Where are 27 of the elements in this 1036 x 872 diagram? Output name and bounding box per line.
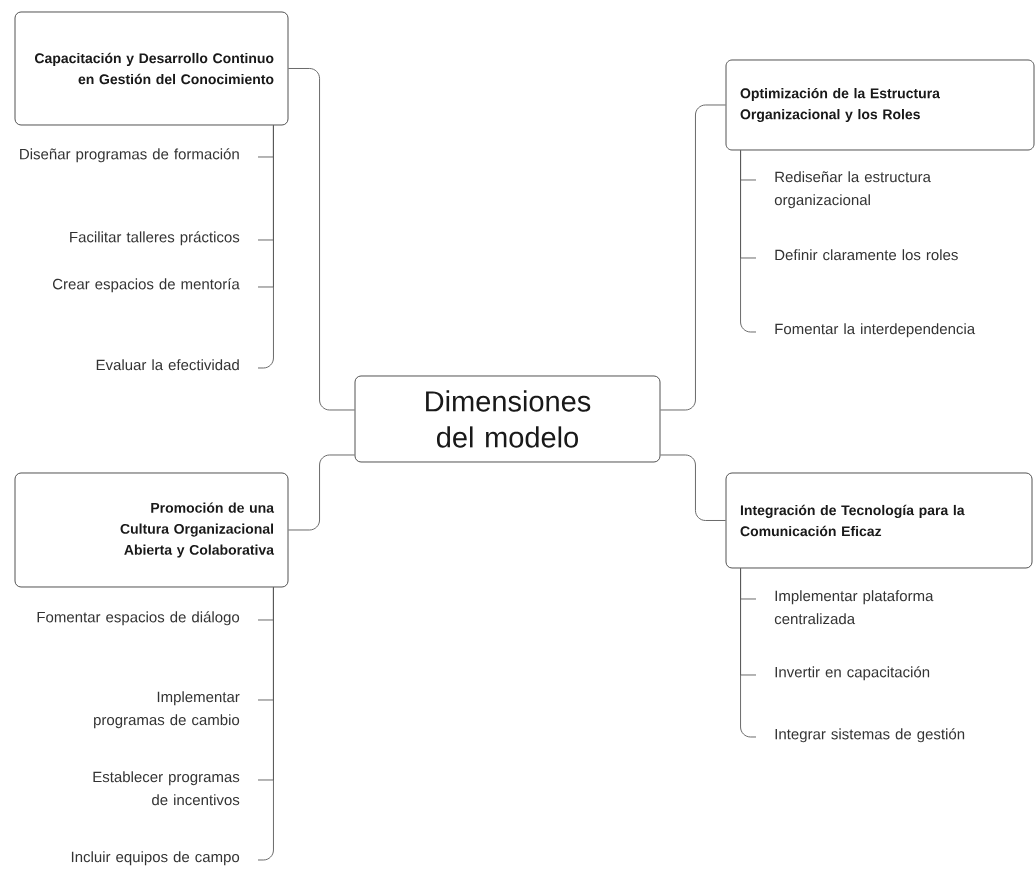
subtopic-text: Definir claramente los roles: [775, 249, 958, 261]
subtopic-text: Implementar plataforma centralizada: [774, 590, 934, 625]
central-topic-box: Dimensiones del modelo: [354, 375, 661, 463]
topic-box: Optimización de la Estructura Organizacional y los Roles: [725, 59, 1035, 151]
topic-box: Integración de Tecnología para la Comunicación Eficaz: [725, 472, 1033, 569]
subtopic-text: Fomentar espacios de diálogo: [37, 611, 240, 626]
subtopic-text: Integrar sistemas de gestión: [775, 728, 965, 743]
subtopic-text: Crear espacios de mentoría: [53, 278, 240, 293]
subtopic-text: Establecer programas de incentivos: [93, 771, 240, 806]
subtopic-text: Invertir en capacitación: [775, 666, 930, 681]
subtopic-text: Diseñar programas de formación: [20, 148, 239, 163]
connector-line: [257, 125, 274, 369]
subtopic-text: Fomentar la interdependencia: [775, 323, 976, 338]
connector-line: [288, 68, 355, 411]
connector-line: [288, 454, 355, 531]
subtopic-text: Incluir equipos de campo: [71, 851, 240, 866]
topic-box: Capacitación y Desarrollo Continuo en Gestión del Conocimiento: [14, 11, 289, 126]
subtopic-text: Evaluar la efectividad: [96, 359, 239, 371]
connector-line: [660, 454, 726, 521]
topic-box: Promoción de una Cultura Organizacional Abierta y Colaborativa: [14, 472, 289, 588]
connector-line: [660, 104, 726, 411]
connector-line: [740, 568, 757, 738]
connector-line: [257, 587, 274, 861]
subtopic-text: Rediseñar la estructura organizacional: [774, 171, 931, 209]
subtopic-text: Facilitar talleres prácticos: [70, 231, 240, 246]
connector-line: [740, 150, 757, 333]
subtopic-text: Implementar programas de cambio: [94, 691, 240, 729]
